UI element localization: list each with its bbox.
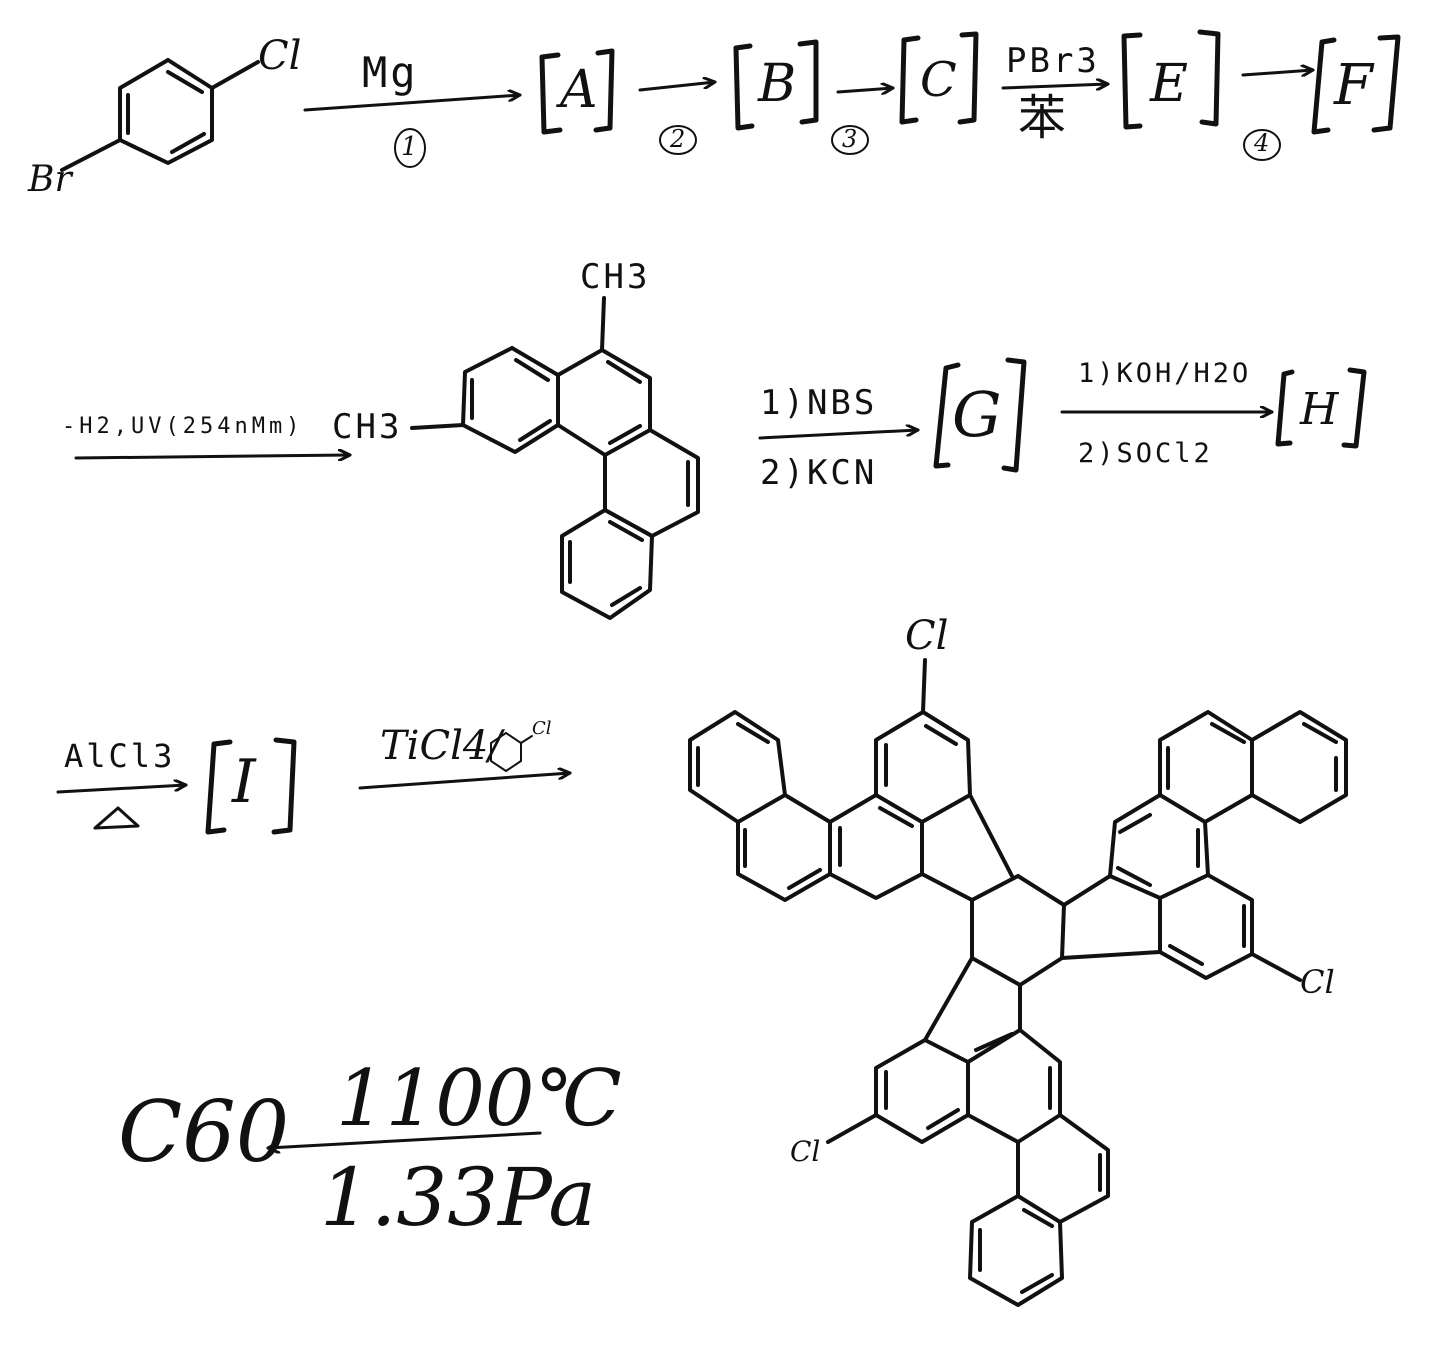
intermediate-e: E xyxy=(1150,54,1188,114)
kcn-label: 2)KCN xyxy=(760,453,878,493)
trimer-cl-top: Cl xyxy=(905,613,949,659)
arrow-ticl4 xyxy=(358,773,572,790)
start-cl-label: Cl xyxy=(258,33,302,79)
intermediate-b: B xyxy=(758,54,797,114)
step-number-2: 2 xyxy=(670,125,686,153)
step-number-3: 3 xyxy=(842,125,858,153)
arrow-step-pbr3 xyxy=(1001,84,1110,88)
bracket-f xyxy=(1311,34,1401,135)
reagent-mg: Mg xyxy=(362,48,419,97)
trimer-cl-left: Cl xyxy=(790,1135,821,1168)
ticl4-label: TiCl4/ xyxy=(380,723,502,769)
final-temperature: 1100℃ xyxy=(336,1054,622,1144)
arrow-step3 xyxy=(836,88,895,92)
step-number-1: 1 xyxy=(401,132,418,162)
start-br-label: Br xyxy=(28,159,72,200)
methyl-top-label: CH3 xyxy=(580,257,651,297)
step-circle-3 xyxy=(831,125,869,155)
intermediate-g: G xyxy=(952,378,1002,451)
arrow-step1 xyxy=(303,95,522,112)
bracket-g xyxy=(933,357,1027,473)
intermediate-a: A xyxy=(560,60,598,120)
koh-label: 1)KOH/H2O xyxy=(1078,358,1252,389)
methyl-left-label: CH3 xyxy=(332,407,403,447)
socl2-label: 2)SOCl2 xyxy=(1078,438,1213,469)
arrow-step2 xyxy=(638,82,717,92)
aux-cl-label: Cl xyxy=(532,718,552,739)
solvent-benzene: 苯 xyxy=(1018,90,1067,146)
small-chlorobenzene xyxy=(490,731,533,773)
bracket-a xyxy=(539,48,615,135)
arrow-alcl3 xyxy=(56,785,188,794)
bracket-i xyxy=(205,737,297,835)
arrow-step4 xyxy=(1241,70,1315,75)
reagent-pbr3: PBr3 xyxy=(1006,41,1100,81)
heat-triangle xyxy=(93,806,140,830)
trimer-cl-right: Cl xyxy=(1300,963,1335,1001)
start-benzene-ring xyxy=(60,58,260,172)
intermediate-c: C xyxy=(920,52,957,108)
step-circle-4 xyxy=(1243,129,1281,161)
nbs-label: 1)NBS xyxy=(760,383,878,423)
heat-symbol: Δ xyxy=(144,798,156,817)
final-product-c60: C60 xyxy=(118,1083,290,1181)
arrow-c60 xyxy=(266,1131,542,1148)
trimer-polycycle xyxy=(688,658,1348,1307)
photocyclization-conditions: -H2,UV(254nMm) xyxy=(62,414,304,439)
intermediate-i: I xyxy=(232,747,256,817)
intermediate-f: F xyxy=(1334,53,1373,118)
step-number-4: 4 xyxy=(1254,129,1270,157)
bracket-e xyxy=(1121,29,1221,130)
bracket-c xyxy=(899,31,979,125)
step-circle-1 xyxy=(394,128,426,168)
dimethyl-polycycle xyxy=(410,296,700,620)
arrow-photocyclization xyxy=(74,455,352,458)
final-pressure: 1.33Pa xyxy=(320,1151,597,1244)
arrow-nbs-kcn xyxy=(758,430,920,440)
bracket-b xyxy=(733,39,819,131)
bracket-h xyxy=(1275,367,1367,449)
intermediate-h: H xyxy=(1300,384,1339,435)
alcl3-label: AlCl3 xyxy=(64,737,176,775)
step-circle-2 xyxy=(659,125,697,155)
